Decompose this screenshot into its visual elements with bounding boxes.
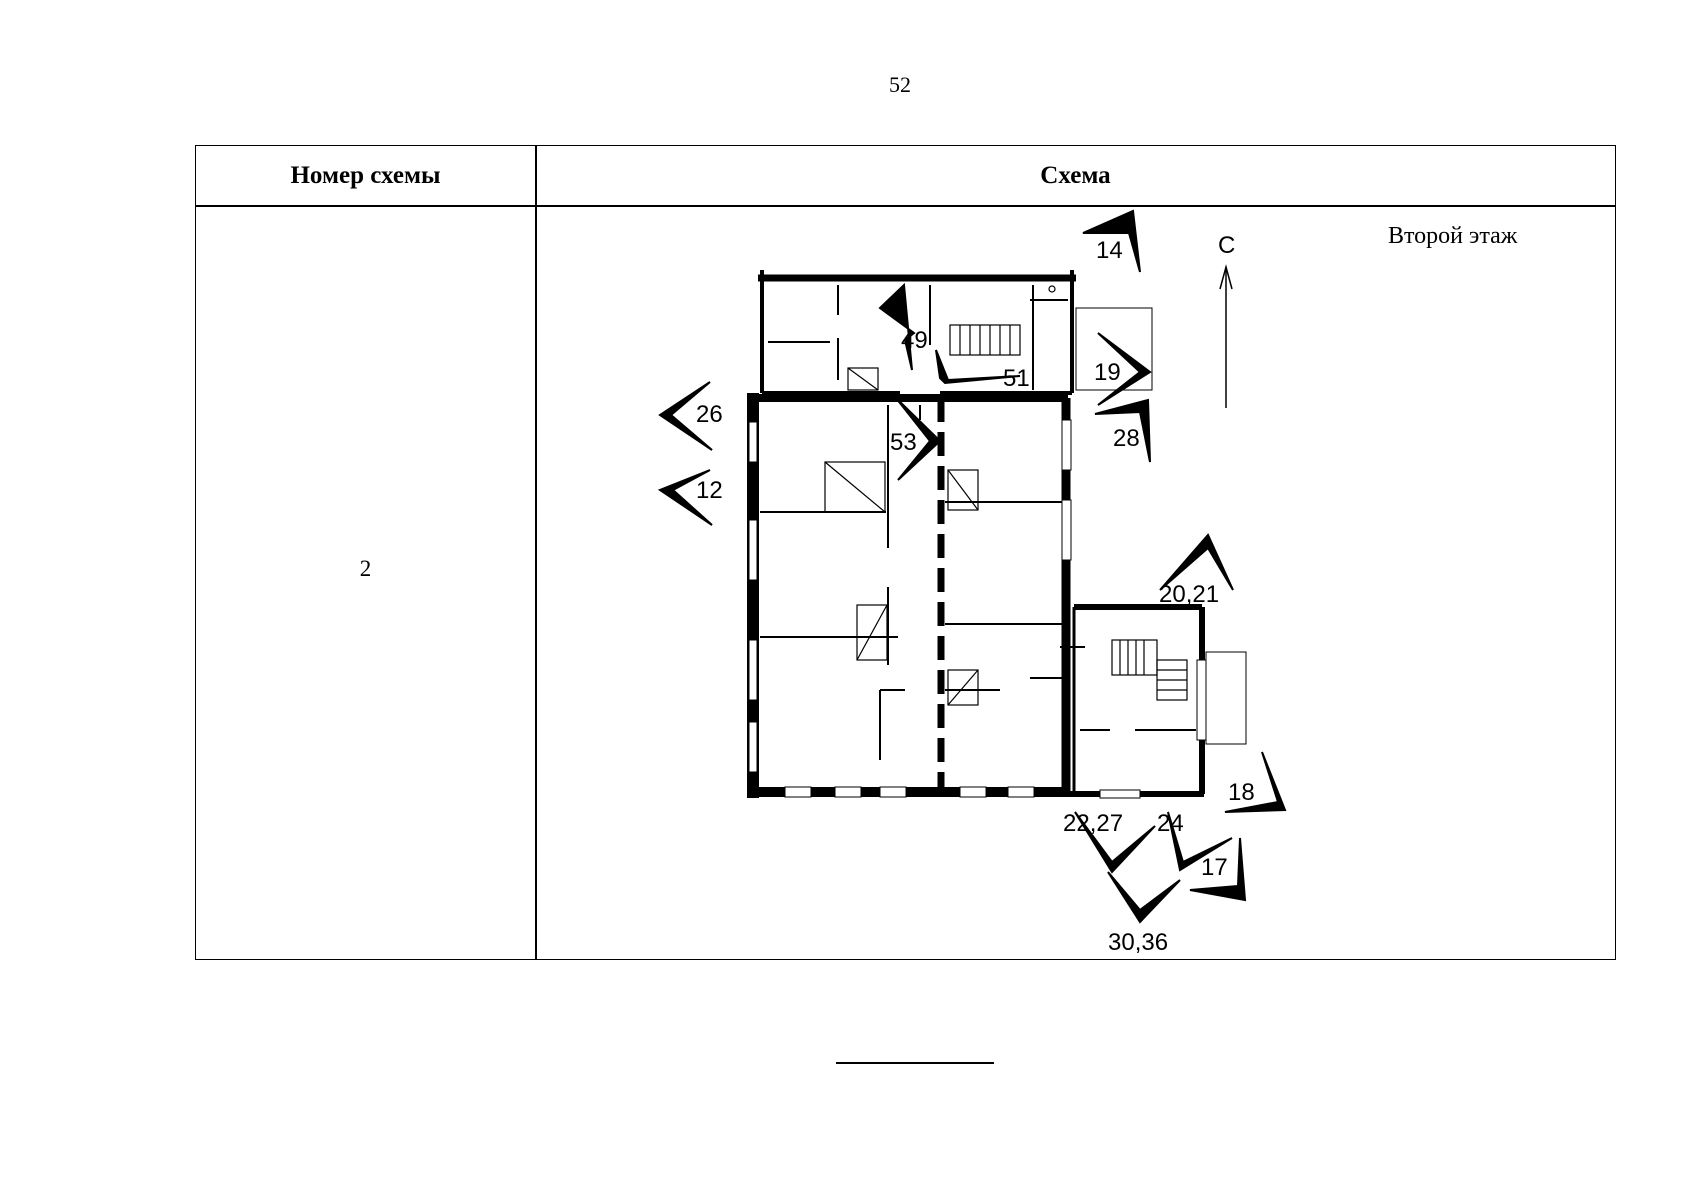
header-scheme: Схема [1040, 161, 1111, 189]
view-marker-label: 12 [696, 477, 723, 504]
view-marker-label: 24 [1157, 810, 1184, 837]
view-marker-label: 51 [1003, 365, 1030, 392]
view-marker-label: 19 [1094, 359, 1121, 386]
view-marker-label: 49 [901, 327, 928, 354]
north-label: С [1218, 232, 1235, 259]
view-marker-label: 30,36 [1108, 929, 1168, 956]
header-scheme-number: Номер схемы [290, 161, 441, 189]
footer-rule [836, 1062, 994, 1064]
windows [748, 419, 1207, 799]
interior-partitions [760, 285, 1196, 760]
view-marker-label: 53 [890, 429, 917, 456]
stairs-icon [824, 285, 1188, 706]
header-row-divider [196, 205, 1615, 207]
view-markers [657, 209, 1287, 924]
scheme-number-cell: 2 [359, 556, 372, 581]
page-number: 52 [889, 72, 911, 97]
porches [1075, 307, 1247, 745]
north-arrow-icon [1219, 264, 1233, 408]
view-marker-labels: 14 49 51 19 26 28 53 12 20,21 18 22,27 2… [696, 237, 1255, 956]
scheme-table: Номер схемы Схема 2 [195, 145, 1616, 960]
view-marker-label: 18 [1228, 779, 1255, 806]
view-marker-label: 14 [1096, 237, 1123, 264]
column-divider [535, 146, 537, 959]
view-marker-label: 26 [696, 401, 723, 428]
view-marker-label: 28 [1113, 425, 1140, 452]
floor-label: Второй этаж [1388, 223, 1518, 249]
view-marker-label: 22,27 [1063, 810, 1123, 837]
view-marker-label: 20,21 [1159, 581, 1219, 608]
building-walls [747, 270, 1205, 798]
view-marker-label: 17 [1201, 854, 1228, 881]
